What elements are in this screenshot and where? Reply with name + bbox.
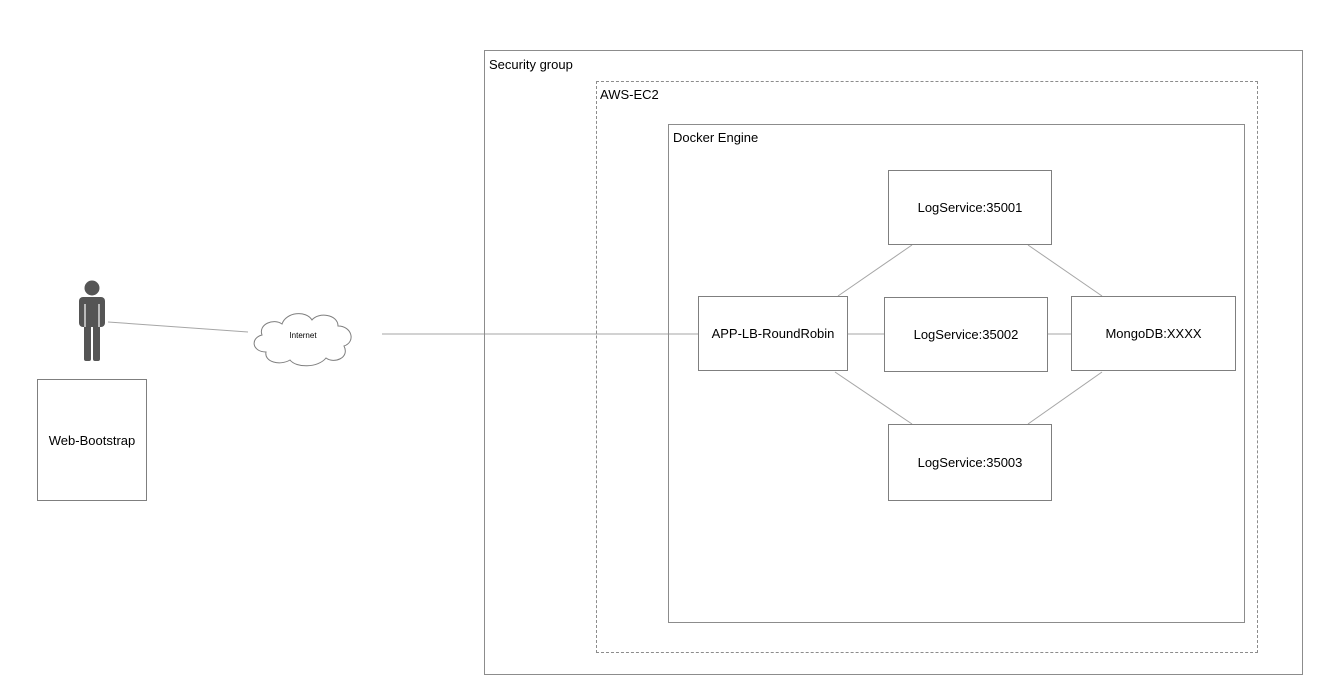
edge-log1-mongo: [1027, 244, 1103, 297]
edge-lb-log1: [837, 244, 913, 297]
edge-user-internet: [107, 321, 249, 333]
docker-engine-label: Docker Engine: [673, 130, 759, 145]
aws-ec2-label: AWS-EC2: [600, 87, 659, 102]
app-lb-node[interactable]: APP-LB-RoundRobin: [698, 296, 848, 371]
internet-label: Internet: [289, 331, 317, 340]
cloud-icon: [253, 313, 352, 367]
log-service-35001-node[interactable]: LogService:35001: [888, 170, 1052, 245]
user-icon: [79, 280, 105, 361]
aws-ec2-container: AWS-EC2: [596, 81, 1258, 653]
mongodb-node[interactable]: MongoDB:XXXX: [1071, 296, 1236, 371]
web-bootstrap-node[interactable]: Web-Bootstrap: [37, 379, 147, 501]
web-bootstrap-label: Web-Bootstrap: [48, 432, 136, 448]
security-group-label: Security group: [489, 57, 573, 72]
internet-cloud[interactable]: Internet: [244, 304, 362, 370]
edge-log3-mongo: [1027, 371, 1103, 425]
edge-lb-log3: [834, 371, 913, 425]
log-service-35003-node[interactable]: LogService:35003: [888, 424, 1052, 501]
log-service-35002-label: LogService:35002: [913, 327, 1019, 342]
app-lb-label: APP-LB-RoundRobin: [711, 326, 835, 341]
security-group-container: Security group: [484, 50, 1303, 675]
log-service-35002-node[interactable]: LogService:35002: [884, 297, 1048, 372]
log-service-35001-label: LogService:35001: [917, 200, 1023, 215]
mongodb-label: MongoDB:XXXX: [1105, 326, 1202, 341]
log-service-35003-label: LogService:35003: [917, 455, 1023, 470]
docker-engine-container: Docker Engine: [668, 124, 1245, 623]
